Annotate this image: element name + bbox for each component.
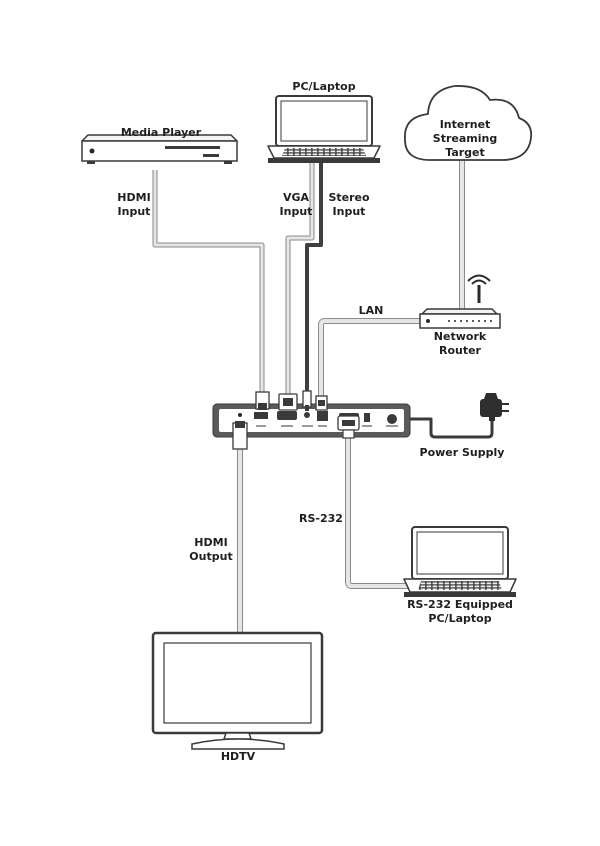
cable-lan: [318, 318, 420, 398]
hdmi-input-label-line2: Input: [117, 205, 151, 218]
rs232-label: RS-232: [299, 512, 343, 525]
hdtv-icon: [151, 631, 324, 750]
stereo-input-label: Stereo Input: [326, 191, 372, 219]
rs232-laptop-label-line2: PC/Laptop: [428, 612, 492, 625]
cable-hdmi-input: [152, 170, 265, 395]
vga-input-label-line1: VGA: [282, 191, 310, 204]
media-player-icon: [81, 134, 238, 164]
power-supply-label: Power Supply: [419, 446, 505, 459]
hdmi-output-label-line2: Output: [189, 550, 233, 563]
cable-stereo-input: [305, 162, 323, 395]
vga-input-label: VGA Input: [277, 191, 315, 219]
hdmi-out-connector: [232, 421, 248, 450]
vga-input-label-line2: Input: [279, 205, 313, 218]
rs232-laptop-icon: [403, 526, 517, 597]
router-label: Network Router: [420, 330, 500, 358]
cloud-label-line1: Internet: [439, 118, 491, 131]
lan-connector: [315, 395, 328, 411]
cloud-label-line2: Streaming: [432, 132, 498, 145]
hdmi-input-label: HDMI Input: [114, 191, 154, 219]
power-adapter-icon: [480, 393, 509, 421]
media-player-label: Media Player: [120, 126, 202, 139]
stereo-in-connector: [302, 390, 312, 411]
cloud-label-line3: Target: [445, 146, 485, 159]
router-label-line2: Router: [438, 344, 481, 357]
network-router-icon: [419, 274, 501, 329]
internet-cloud-icon: [404, 85, 533, 161]
lan-label: LAN: [358, 304, 384, 317]
pc-laptop-icon: [267, 95, 381, 163]
cable-vga-input: [285, 162, 315, 396]
pc-laptop-label: PC/Laptop: [292, 80, 356, 93]
stereo-input-label-line2: Input: [332, 205, 366, 218]
vga-in-connector: [278, 393, 298, 411]
hdtv-label: HDTV: [220, 750, 256, 763]
hdmi-in-connector: [255, 391, 270, 410]
router-label-line1: Network: [433, 330, 487, 343]
cable-rs232: [345, 438, 418, 589]
cable-power: [405, 416, 494, 439]
cloud-label: Internet Streaming Target: [420, 118, 510, 160]
rs232-connector: [337, 415, 360, 439]
rs232-laptop-label: RS-232 Equipped PC/Laptop: [400, 598, 520, 626]
hdmi-input-label-line1: HDMI: [117, 191, 151, 204]
rs232-laptop-label-line1: RS-232 Equipped: [407, 598, 513, 611]
stereo-input-label-line1: Stereo: [328, 191, 370, 204]
hdmi-output-label-line1: HDMI: [194, 536, 228, 549]
hdmi-output-label: HDMI Output: [186, 536, 236, 564]
